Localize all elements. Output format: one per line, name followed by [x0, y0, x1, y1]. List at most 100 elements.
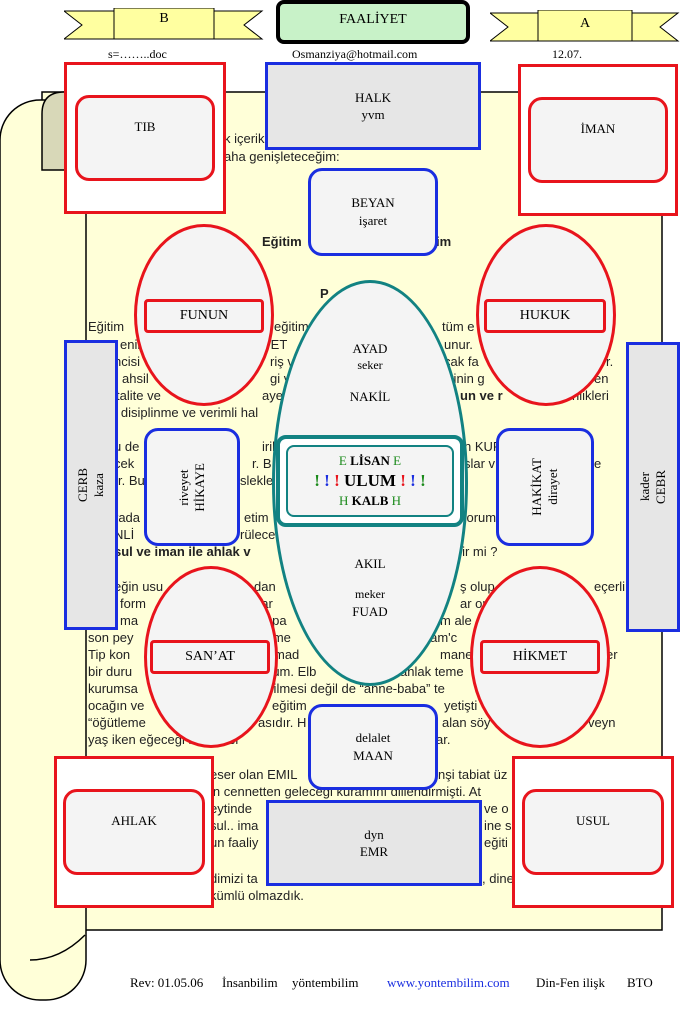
footer-author: BTO [627, 975, 653, 990]
banner-left-label: B [159, 11, 169, 26]
fuad-label: FUAD [352, 604, 388, 619]
meker-label: meker [355, 587, 385, 601]
doc-line: form [120, 596, 146, 611]
iman-label: İMAN [580, 121, 616, 136]
doc-line: im [436, 234, 452, 249]
date: 12.07. [552, 47, 582, 61]
iman-box: İMAN [528, 97, 668, 183]
sanat-label: SAN’AT [185, 649, 235, 664]
footer-insanbilim: İnsanbilim [222, 975, 278, 990]
doc-line: eğitim [274, 319, 309, 334]
kader-box: kader CEBR [626, 342, 680, 632]
doc-line: Tip kon [88, 647, 131, 662]
doc-line: rum. Elb [268, 664, 317, 679]
doc-line: cak fa [444, 354, 479, 369]
hukuk-box: HUKUK [484, 299, 606, 333]
doc-line: P [320, 286, 329, 301]
footer-yontembilim: yöntembilim [292, 975, 359, 990]
doc-line: eğiti [484, 835, 508, 850]
doc-line: Eğitim [262, 234, 302, 249]
doc-line: son pey [88, 630, 134, 645]
doc-line: n disiplinme ve verimli hal [110, 405, 259, 420]
ahlak-frame: AHLAK [54, 756, 214, 908]
usul-label: USUL [576, 813, 610, 828]
hikaye-box: riveyet HİKAYE [144, 428, 240, 546]
doc-line: eser olan EMIL [210, 767, 298, 782]
hikaye-label: HİKAYE [192, 462, 207, 512]
doc-line: , dine [482, 871, 514, 886]
doc-line: e [594, 456, 602, 471]
doc-line: rilir mi ? [452, 544, 498, 559]
doc-line: yetişti [444, 698, 478, 713]
doc-line: ahsil [122, 371, 149, 386]
marks-left: ! ! ! [314, 471, 340, 490]
doc-line: cek [114, 456, 135, 471]
halk-box: HALK yvm [265, 62, 481, 150]
title-text: FAALİYET [339, 12, 407, 27]
emr-label: EMR [359, 844, 389, 859]
doc-line: rada [114, 510, 141, 525]
doc-line: r. [606, 354, 614, 369]
doc-line: slar v [464, 456, 496, 471]
ulum-outer: E LİSAN E ! ! ! ULUM ! ! ! H KALB H [276, 435, 464, 527]
halk-label: HALK [354, 90, 392, 105]
doc-line: dan [254, 579, 276, 594]
riveyet-label: riveyet [176, 468, 191, 506]
doc-line: rülece [240, 527, 276, 542]
kalb-h-left: H [338, 493, 349, 508]
footer-rev: Rev: 01.05.06 [130, 975, 204, 990]
doc-line: mad [274, 647, 300, 662]
doc-line: eytinde [210, 801, 252, 816]
funun-box: FUNUN [144, 299, 264, 333]
funun-label: FUNUN [179, 308, 229, 323]
akil-group: AKIL meker FUAD [272, 555, 468, 620]
doc-line: eğitim [272, 698, 307, 713]
doc-line: ocağın ve [88, 698, 145, 713]
hukuk-label: HUKUK [519, 308, 571, 323]
doc-line: bir duru [88, 664, 133, 679]
doc-line: yorum [460, 510, 497, 525]
tib-label: TIB [134, 119, 156, 134]
banner-right [490, 10, 680, 42]
doc-line: unur. [444, 337, 473, 352]
hikmet-label: HİKMET [512, 649, 568, 664]
cerb-box: CERB kaza [64, 340, 118, 630]
kalb-label: KALB [351, 493, 389, 508]
doc-line: veyn [588, 715, 616, 730]
doc-line: r. B [252, 456, 272, 471]
doc-line: sul.. ima [210, 818, 259, 833]
nakil-label: NAKİL [349, 389, 391, 404]
maan-label: MAAN [353, 748, 393, 763]
delalet-label: delalet [355, 730, 391, 745]
doc-line: un faaliy [210, 835, 259, 850]
ulum-row: ! ! ! ULUM ! ! ! [314, 471, 425, 491]
lisan-e-right: E [393, 453, 402, 468]
doc-line: ma [120, 613, 139, 628]
ayad-label: AYAD [352, 341, 388, 356]
doc-line: “öğütleme [88, 715, 146, 730]
lisan-e-left: E [338, 453, 347, 468]
dyn-label: dyn [364, 827, 384, 842]
doc-line: u de [114, 439, 140, 454]
ahlak-box: AHLAK [63, 789, 205, 875]
doc-line: talite ve [116, 388, 161, 403]
title-box: FAALİYET [276, 0, 470, 44]
doc-line: ve o [484, 801, 509, 816]
sanat-box: SAN’AT [150, 640, 270, 674]
cerb-label: CERB [75, 468, 90, 502]
ayad-group: AYAD seker NAKİL [272, 340, 468, 405]
doc-line: r. Bu [118, 473, 145, 488]
hakikat-text: HAKİKAT dirayet [529, 458, 561, 516]
hikaye-text: riveyet HİKAYE [176, 463, 208, 512]
footer-url-link[interactable]: www.yontembilim.com [387, 975, 510, 990]
hikmet-box: HİKMET [480, 640, 600, 674]
usul-box: USUL [522, 789, 664, 875]
usul-frame: USUL [512, 756, 674, 908]
lisan-row: E LİSAN E [339, 451, 401, 471]
doc-line: eçerli [594, 579, 626, 594]
file-name: s=……..doc [108, 47, 167, 61]
kader-text: kader CEBR [637, 470, 669, 504]
doc-line: manev [440, 647, 480, 662]
tib-box: TIB [75, 95, 215, 181]
doc-line: kurumsa [88, 681, 138, 696]
